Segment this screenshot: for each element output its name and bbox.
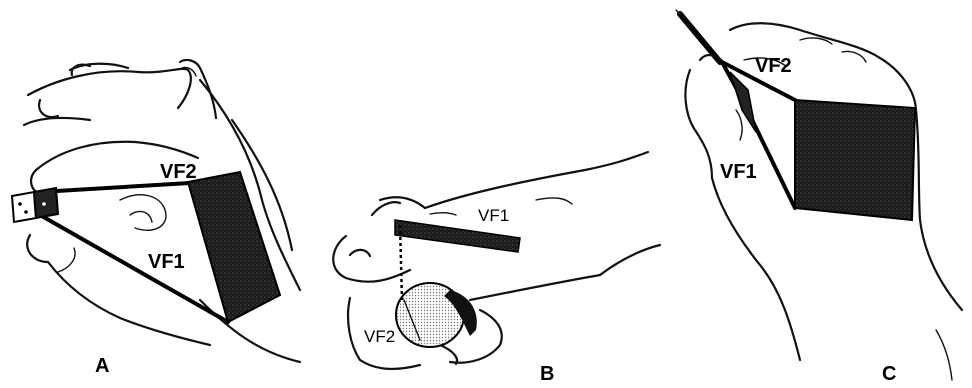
caption-a: A xyxy=(95,355,109,377)
tip-box-a xyxy=(12,188,58,222)
vf2-label-c: VF2 xyxy=(755,55,792,77)
panel-b: VF1 VF2 B xyxy=(333,152,660,385)
hand-a-drawing xyxy=(24,60,300,362)
shaded-block-c xyxy=(795,100,915,220)
vf1-line-a xyxy=(40,215,228,322)
caption-b: B xyxy=(540,363,554,385)
vf1-label-a: VF1 xyxy=(148,251,185,273)
caption-c: C xyxy=(882,363,896,385)
panel-c: VF2 VF1 C xyxy=(676,10,962,385)
vf2-label-a: VF2 xyxy=(160,161,197,183)
vf2-label-b: VF2 xyxy=(364,327,395,346)
panel-a: VF2 VF1 A xyxy=(12,60,300,377)
vf1-label-b: VF1 xyxy=(478,206,509,225)
shaded-block-a xyxy=(188,172,280,322)
vf1-label-c: VF1 xyxy=(720,161,757,183)
